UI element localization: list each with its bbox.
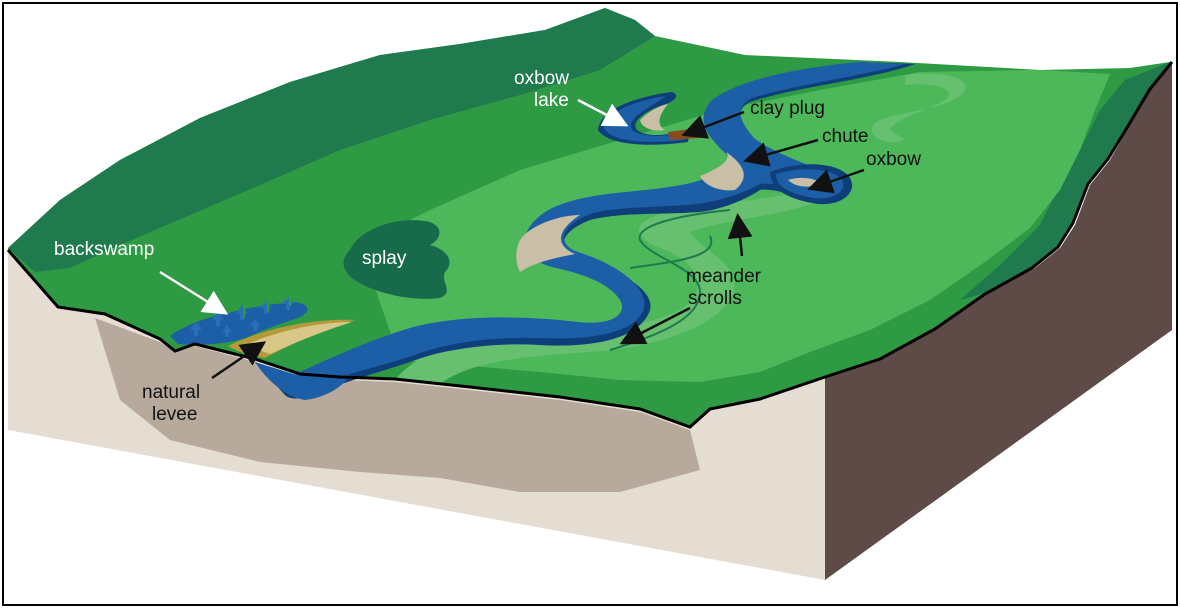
label-levee: levee: [152, 404, 197, 425]
block-side-face: [825, 62, 1172, 580]
backswamp-water: [170, 302, 308, 345]
meander-arrow-2: [619, 306, 691, 345]
reed-icon: [263, 296, 273, 312]
meander-scroll-line-2: [629, 235, 713, 269]
backswamp-arrow: [159, 270, 229, 315]
marsh-plant-icon: [250, 319, 260, 331]
back-ridge: [8, 8, 655, 272]
clay-plug-arrow: [681, 110, 745, 139]
label-backswamp: backswamp: [54, 239, 154, 260]
marsh-plant-icon: [212, 311, 224, 326]
meander-scroll-upper: [871, 73, 966, 142]
label-natural: natural: [142, 382, 200, 403]
oxbow-lake-bar: [640, 104, 668, 131]
label-clay-plug: clay plug: [750, 98, 825, 119]
marsh-plant-icon: [222, 325, 232, 337]
point-bar-1: [516, 215, 580, 272]
oxbow-arrow: [807, 168, 865, 194]
reed-icon: [285, 292, 295, 306]
backswamp: [170, 292, 308, 345]
point-bar-2: [700, 152, 744, 191]
label-splay: splay: [362, 248, 407, 269]
annotation-arrows: [159, 98, 865, 380]
oxbow-lake-arrow: [577, 98, 629, 127]
oxbow-lake-water: [604, 96, 684, 142]
meander-scroll-line: [609, 209, 731, 351]
river-lower-plunge: [255, 362, 350, 400]
label-oxbow: oxbow: [866, 149, 921, 170]
meander-arrow-1: [727, 213, 753, 257]
marsh-plant-icon: [236, 305, 248, 320]
block-top-edge: [6, 61, 1174, 429]
marsh-plant-icon: [190, 322, 202, 336]
natural-levee-arrow: [211, 341, 267, 380]
marsh-plant-icon: [260, 299, 272, 314]
label-oxbow-lake-2: lake: [534, 90, 569, 111]
label-chute: chute: [822, 126, 868, 147]
natural-levee-highlight: [245, 322, 352, 354]
label-meander: meander: [686, 266, 762, 287]
label-scrolls: scrolls: [688, 288, 742, 309]
marsh-plant-icon: [282, 295, 294, 310]
right-slope: [960, 62, 1170, 300]
label-oxbow-lake-1: oxbow: [514, 68, 569, 89]
backswamp-plant-icons: [190, 295, 294, 337]
splay: [343, 220, 450, 299]
backswamp-reed-icons: [243, 292, 295, 318]
chute-arrow: [743, 138, 819, 167]
